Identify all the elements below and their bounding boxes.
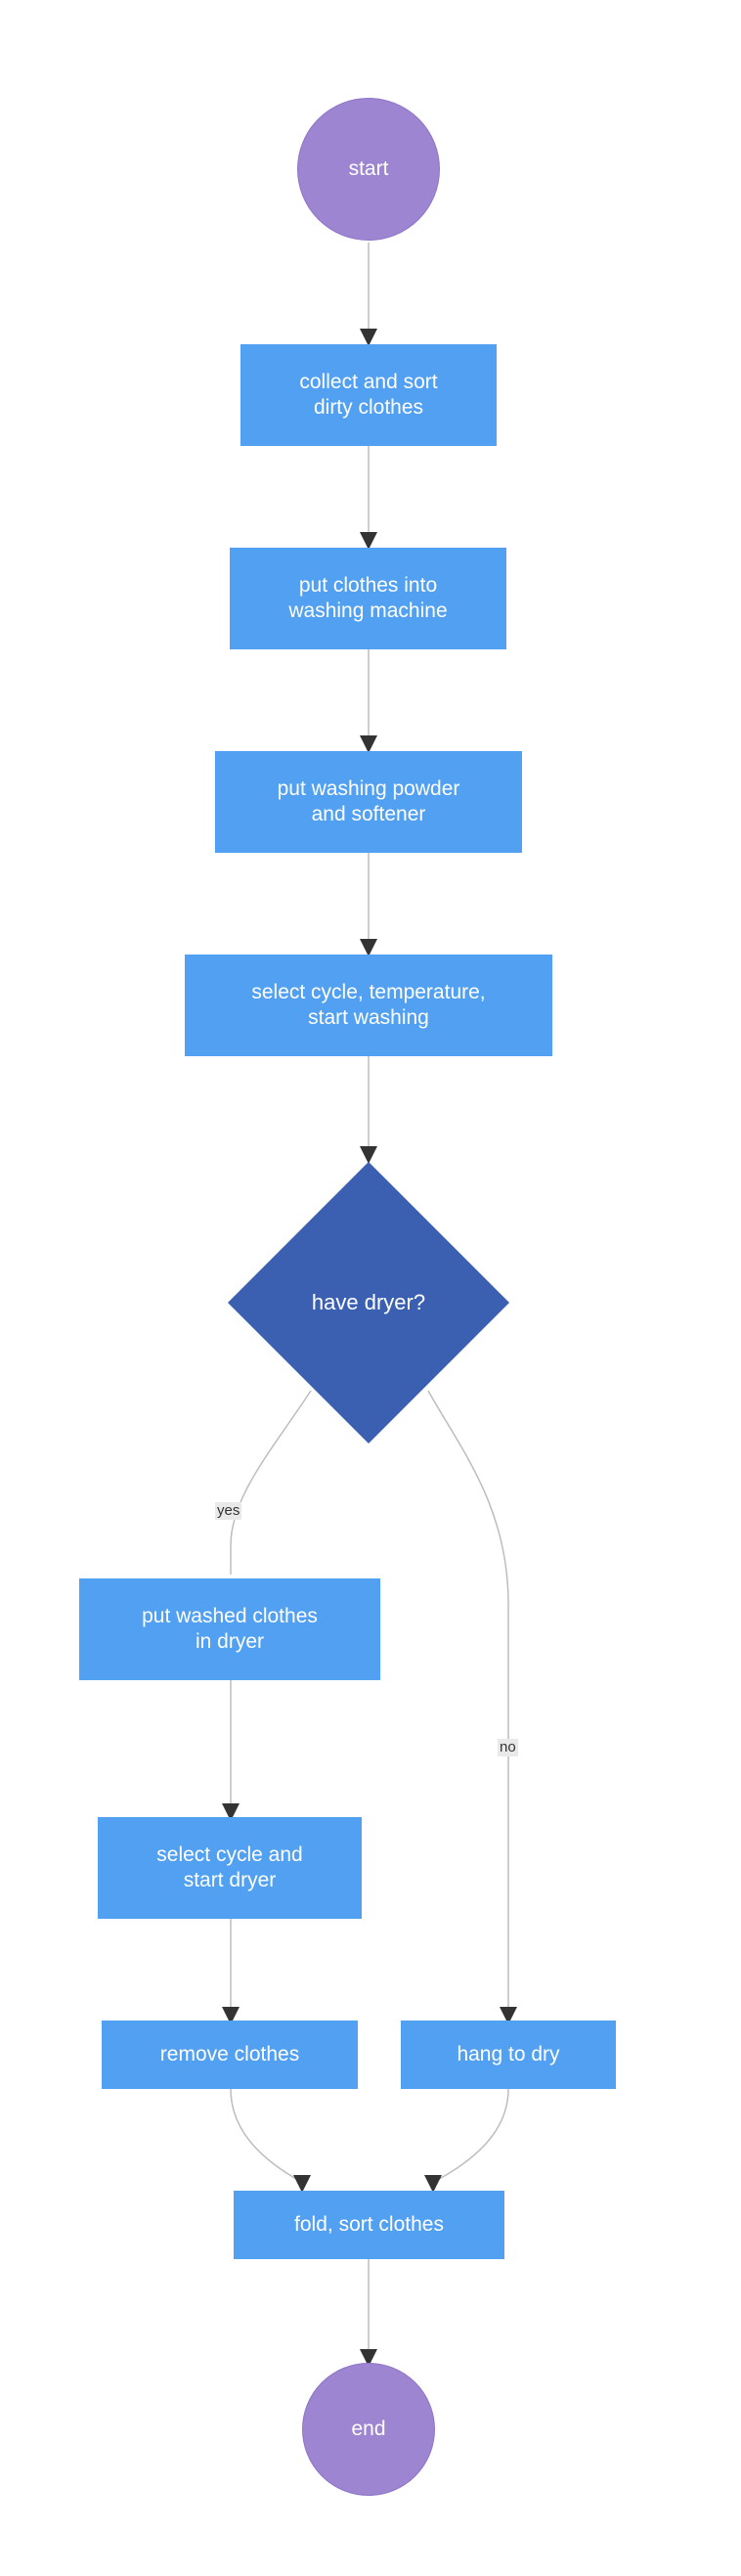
edge-decision-no-to-hang [427, 1390, 509, 2007]
process-remove-clothes: remove clothes [102, 2021, 358, 2089]
start-node: start [297, 98, 440, 241]
end-node: end [302, 2363, 435, 2496]
process-select-cycle: select cycle, temperature, start washing [185, 955, 552, 1056]
edge-label-yes: yes [215, 1502, 242, 1520]
start-label: start [348, 157, 389, 180]
process-washing-powder: put washing powder and softener [215, 751, 522, 853]
arrowheads [222, 329, 517, 2367]
process-hang-to-dry-label: hang to dry [457, 2043, 560, 2065]
process-fold-sort: fold, sort clothes [234, 2191, 504, 2259]
arrowhead-collect [360, 329, 377, 346]
process-collect-sort: collect and sort dirty clothes [240, 344, 497, 446]
arrowhead-select [360, 939, 377, 956]
edge-hang-to-fold [431, 2088, 509, 2184]
arrowhead-remove [222, 2007, 240, 2024]
arrowhead-end [360, 2349, 377, 2367]
process-start-dryer: select cycle and start dryer [98, 1817, 362, 1919]
process-put-in-dryer: put washed clothes in dryer [79, 1578, 380, 1680]
arrowhead-put-clothes [360, 532, 377, 550]
process-remove-clothes-label: remove clothes [159, 2043, 300, 2065]
process-put-clothes: put clothes into washing machine [230, 548, 506, 649]
edge-remove-to-fold [230, 2088, 304, 2184]
process-put-in-dryer-label: put washed clothes in dryer [142, 1605, 318, 1653]
process-start-dryer-label: select cycle and start dryer [156, 1843, 303, 1891]
process-fold-sort-label: fold, sort clothes [294, 2213, 444, 2236]
edges [230, 243, 509, 2355]
decision-diamond [228, 1162, 509, 1443]
arrowhead-decision [360, 1146, 377, 1164]
arrowhead-powder [360, 735, 377, 753]
process-washing-powder-label: put washing powder and softener [277, 777, 460, 825]
edge-label-no: no [498, 1739, 518, 1756]
process-select-cycle-label: select cycle, temperature, start washing [251, 981, 486, 1029]
edge-decision-yes-to-put-dryer [230, 1390, 312, 1575]
process-put-clothes-label: put clothes into washing machine [288, 574, 448, 622]
arrowhead-fold-left [293, 2175, 311, 2193]
end-label: end [351, 2418, 386, 2440]
arrowhead-start-dryer [222, 1803, 240, 1821]
arrowhead-hang [500, 2007, 517, 2024]
process-hang-to-dry: hang to dry [401, 2021, 616, 2089]
decision-label: have dryer? [311, 1290, 426, 1314]
arrowhead-fold-right [424, 2175, 442, 2193]
process-collect-sort-label: collect and sort dirty clothes [299, 371, 438, 419]
